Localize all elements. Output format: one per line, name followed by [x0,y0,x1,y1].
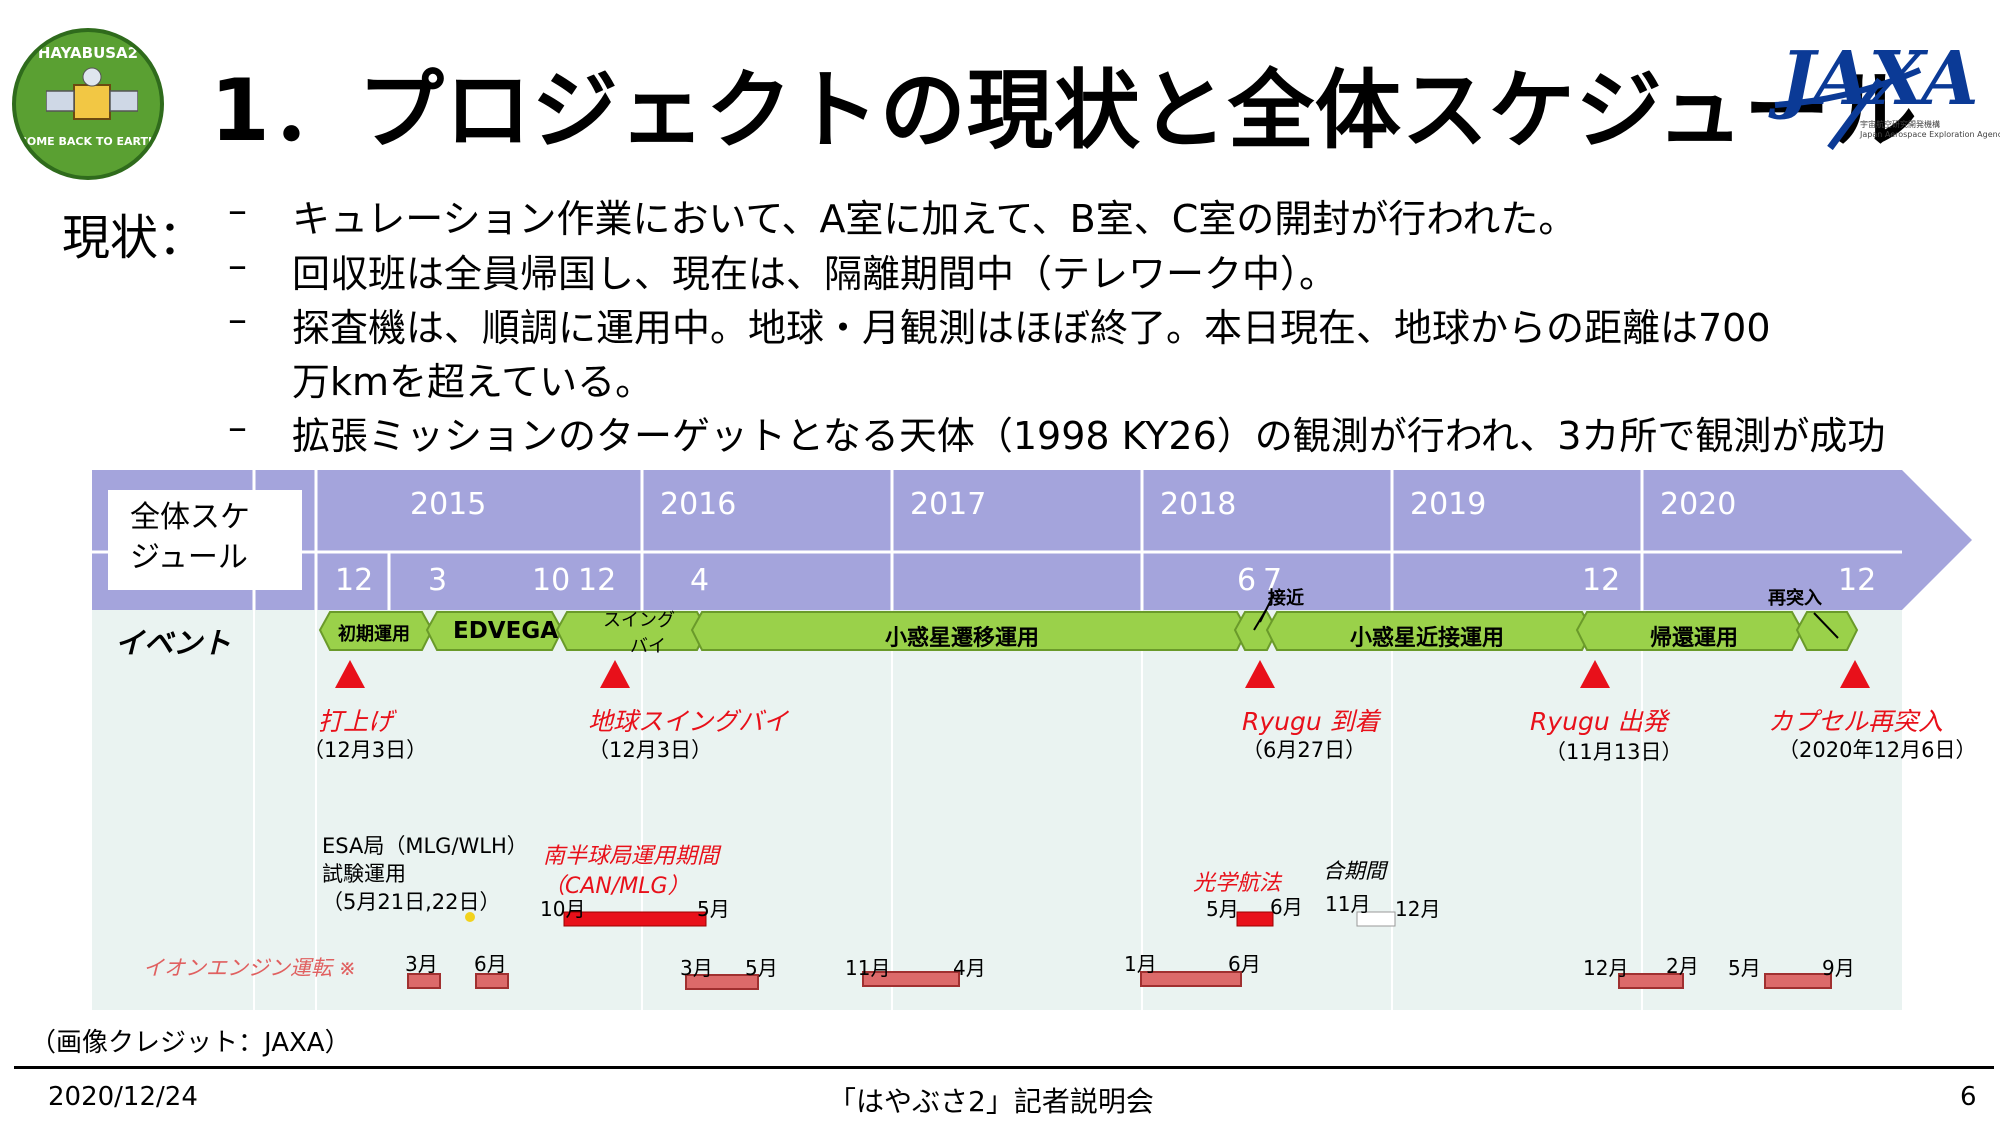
milestone-capsule-reentry: カプセル再突入 [1768,707,1944,736]
year-label: 2018 [1160,487,1237,522]
esa-test-marker [465,912,475,922]
schedule-label-box: 全体スケ ジュール [108,490,302,590]
southern-station-end: 5月 [697,897,730,921]
conjunction-end: 12月 [1395,897,1441,921]
phase-transfer: 小惑星遷移運用 [885,626,1040,651]
milestone-earth-swingby-date: （12月3日） [588,738,713,762]
optical-navigation-end: 6月 [1270,895,1303,919]
bullet-dash: – [228,405,247,449]
year-label: 2015 [410,487,487,522]
badge-top-text: HAYABUSA2 [37,44,139,62]
month-label: 7 [1263,563,1283,598]
year-label: 2020 [1660,487,1737,522]
badge-bottom-text: COME BACK TO EARTH [18,135,158,148]
schedule-chart [92,470,1972,1010]
esa-test-label-2: 試験運用 [322,862,406,886]
southern-station-label-1: 南半球局運用期間 [543,844,720,869]
jaxa-logo-text: JAXA [1780,36,1979,122]
ion-mark: 9月 [1822,956,1855,980]
southern-station-label-2: （CAN/MLG） [543,874,690,899]
month-label: 4 [690,563,710,598]
month-label: 10 [532,563,571,598]
ion-mark: 12月 [1583,956,1629,980]
ion-mark: 2月 [1666,954,1699,978]
reentry-label: 再突入 [1768,588,1822,609]
ion-mark: 3月 [680,956,713,980]
phase-swingby-1: スイング [603,610,675,631]
year-label: 2019 [1410,487,1487,522]
ion-mark: 3月 [405,952,438,976]
chart-body [92,610,1902,1010]
status-item-4-cont: した。 [292,459,406,470]
jaxa-swoosh-icon [1774,67,1922,150]
ion-mark: 6月 [1228,952,1261,976]
ion-mark: 6月 [474,952,507,976]
phase-initial-ops: 初期運用 [338,624,410,645]
year-label: 2016 [660,487,737,522]
footer-event: 「はやぶさ2」記者説明会 [828,1085,1154,1118]
bullet-dash: – [228,297,247,341]
conjunction-label: 合期間 [1323,859,1386,883]
footer-divider [14,1066,1994,1069]
esa-test-label-1: ESA局（MLG/WLH） [322,834,528,858]
phase-edvega: EDVEGA [453,618,558,644]
ion-mark: 5月 [1728,956,1761,980]
month-label: 3 [428,563,448,598]
timeline-header-arrow [92,470,1972,610]
phase-proximity: 小惑星近接運用 [1350,626,1505,651]
ion-mark: 4月 [953,956,986,980]
event-row-label: イベント [115,626,232,660]
ion-mark: 11月 [845,956,891,980]
phase-swingby-2: バイ [630,636,666,657]
month-label: 6 [1237,563,1257,598]
ion-engine-label: イオンエンジン運転 ※ [143,956,357,980]
milestone-capsule-reentry-date: （2020年12月6日） [1778,738,1977,762]
status-item-2: 回収班は全員帰国し、現在は、隔離期間中（テレワーク中）。 [292,252,1338,296]
southern-station-start: 10月 [540,897,586,921]
spacecraft-icon [46,67,138,120]
milestone-ryugu-departure: Ryugu 出発 [1530,707,1668,736]
milestone-ryugu-departure-date: （11月13日） [1545,740,1683,764]
ion-mark: 1月 [1124,952,1157,976]
milestone-launch: 打上げ [318,707,394,736]
status-item-4: 拡張ミッションのターゲットとなる天体（1998 KY26）の観測が行われ、3カ所… [292,414,1886,458]
milestone-ryugu-arrival: Ryugu 到着 [1242,707,1380,736]
image-credit: （画像クレジット：JAXA） [30,1028,351,1058]
approach-label: 接近 [1268,588,1304,609]
optical-navigation-start: 5月 [1206,897,1239,921]
status-item-3: 探査機は、順調に運用中。地球・月観測はほぼ終了。本日現在、地球からの距離は700 [292,306,1771,350]
milestone-launch-date: （12月3日） [303,738,428,762]
bullet-dash: – [228,188,247,232]
status-item-3-cont: 万kmを超えている。 [292,360,654,404]
phase-return: 帰還運用 [1650,626,1739,651]
status-label: 現状： [62,210,207,266]
status-item-1: キュレーション作業において、A室に加えて、B室、C室の開封が行われた。 [292,197,1577,241]
milestone-ryugu-arrival-date: （6月27日） [1242,738,1367,762]
ion-mark: 5月 [745,956,778,980]
page-number: 6 [1960,1082,1977,1112]
year-label: 2017 [910,487,987,522]
page-title: 1．プロジェクトの現状と全体スケジュール [210,61,1918,161]
month-label: 12 [1838,563,1877,598]
optical-navigation-label: 光学航法 [1193,871,1282,896]
bullet-dash: – [228,243,247,287]
milestone-earth-swingby: 地球スイングバイ [588,707,789,736]
hayabusa2-mission-badge: HAYABUSA2 COME BACK TO EARTH [12,28,164,180]
conjunction-start: 11月 [1325,892,1371,916]
esa-test-label-3: （5月21日,22日） [322,890,501,914]
month-label: 12 [1582,563,1621,598]
month-label: 12 [578,563,617,598]
footer-date: 2020/12/24 [48,1082,198,1112]
month-label: 12 [335,563,374,598]
